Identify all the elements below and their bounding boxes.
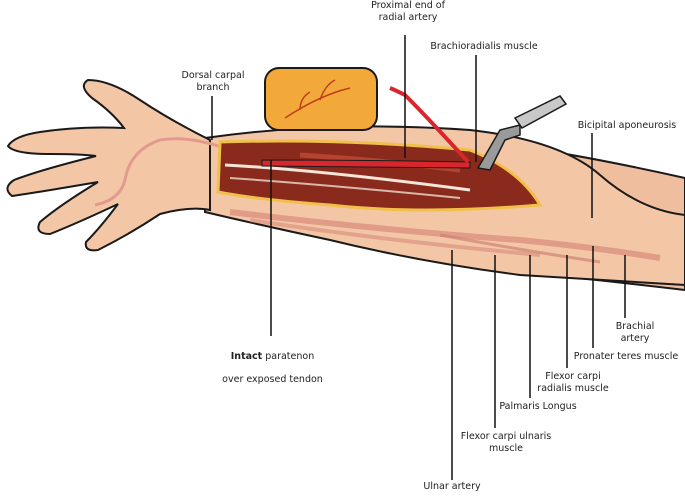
retractor: [476, 124, 521, 171]
label-dorsal-carpal: Dorsal carpal branch: [181, 70, 245, 93]
dorsal-carpal-vessel: [94, 137, 231, 207]
label-pronator-teres: Pronater teres muscle: [573, 351, 679, 362]
label-flexor-carpi-ulnaris: Flexor carpi ulnaris muscle: [460, 431, 552, 454]
label-flexor-carpi-radialis: Flexor carpi radialis muscle: [537, 371, 609, 394]
label-ulnar-artery: Ulnar artery: [423, 481, 481, 492]
label-palmaris-longus: Palmaris Longus: [499, 401, 577, 412]
label-intact-bold: Intact: [230, 350, 263, 362]
label-intact-line2: over exposed tendon: [222, 373, 323, 385]
label-intact-paratenon: Intact paratenon over exposed tendon: [215, 339, 330, 385]
label-proximal-radial-artery: Proximal end of radial artery: [371, 0, 445, 23]
label-brachial-artery: Brachial artery: [615, 321, 655, 344]
label-intact-rest: paratenon: [262, 350, 315, 362]
label-bicipital-aponeurosis: Bicipital aponeurosis: [577, 120, 677, 131]
radial-artery: [261, 159, 471, 169]
hand: [6, 78, 211, 252]
muscle-bands: [229, 209, 661, 261]
exposed-tendon-window: [216, 139, 543, 212]
label-brachioradialis: Brachioradialis muscle: [430, 41, 538, 52]
